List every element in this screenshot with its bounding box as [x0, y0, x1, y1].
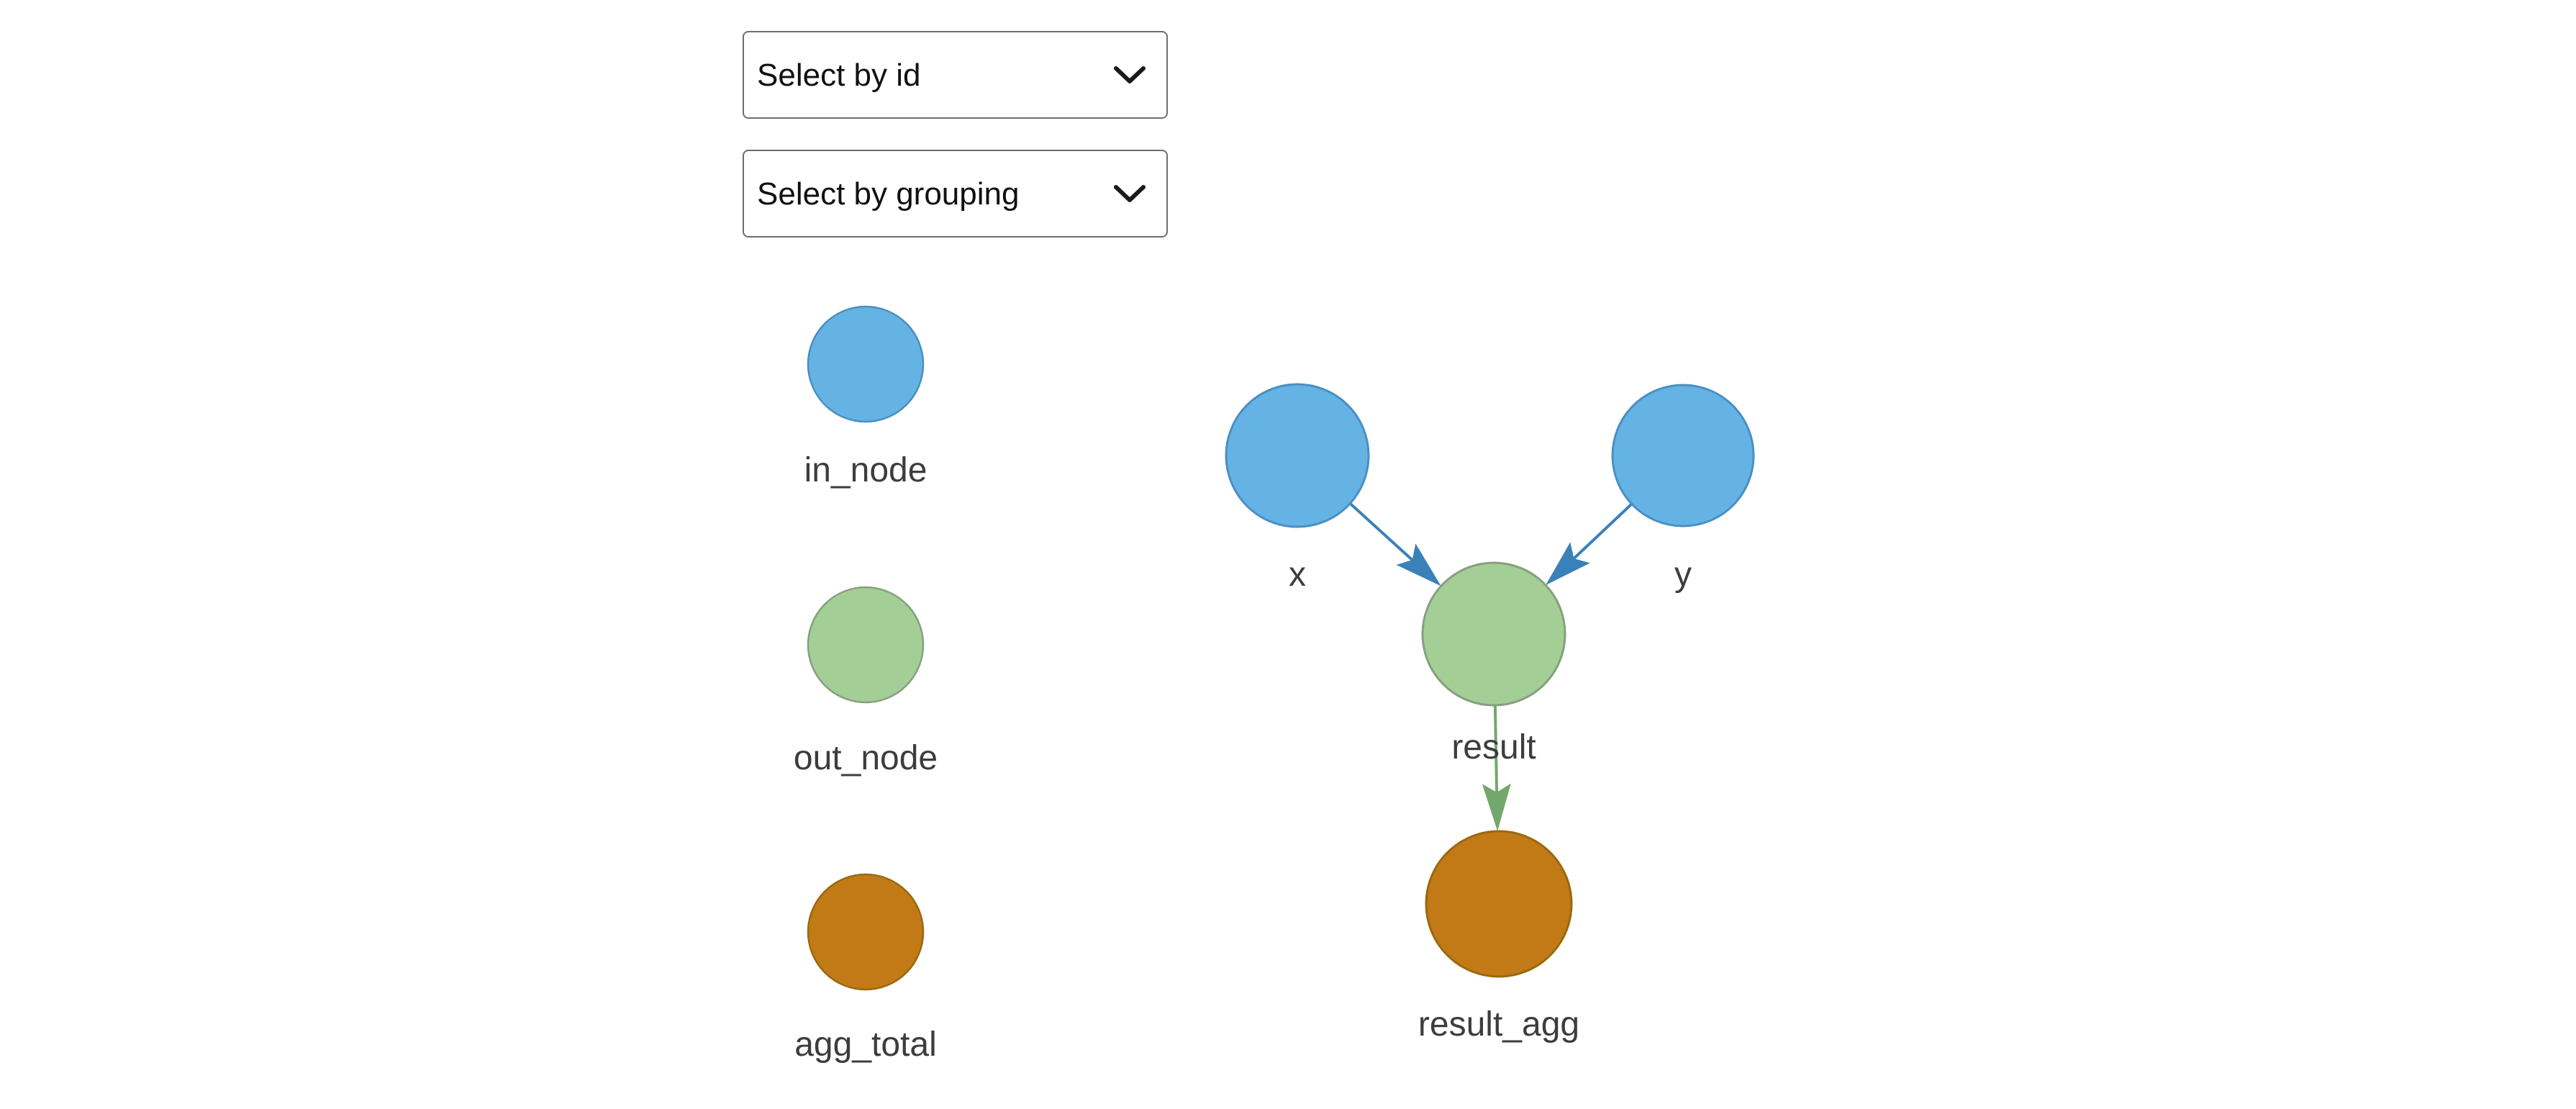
node-result[interactable]: [1421, 561, 1566, 707]
arrowhead-x-result: [1396, 543, 1441, 587]
legend-swatch-agg_total: [807, 873, 925, 991]
legend-label-out_node: out_node: [794, 739, 938, 777]
legend-label-agg_total: agg_total: [794, 1026, 937, 1064]
node-label-x: x: [1289, 556, 1306, 594]
select-by-grouping-wrapper: Select by grouping: [743, 150, 1168, 237]
legend-label-in_node: in_node: [804, 451, 928, 489]
edge-result-result_agg: [1493, 705, 1499, 805]
select-by-id-dropdown[interactable]: Select by id: [743, 31, 1168, 119]
select-by-grouping-dropdown[interactable]: Select by grouping: [743, 150, 1168, 237]
node-label-result: result: [1451, 728, 1536, 766]
arrowhead-result-result_agg: [1482, 783, 1511, 832]
arrowhead-y-result: [1546, 542, 1590, 586]
select-by-id-wrapper: Select by id: [743, 31, 1168, 119]
node-y[interactable]: [1611, 384, 1755, 528]
node-result_agg[interactable]: [1425, 830, 1573, 978]
legend-swatch-in_node: [807, 305, 925, 423]
edge-y-result: [1564, 502, 1633, 569]
node-x[interactable]: [1225, 383, 1370, 528]
legend-swatch-out_node: [807, 586, 925, 704]
node-label-y: y: [1674, 556, 1692, 594]
node-label-result_agg: result_agg: [1418, 1005, 1579, 1044]
edge-x-result: [1348, 502, 1423, 570]
